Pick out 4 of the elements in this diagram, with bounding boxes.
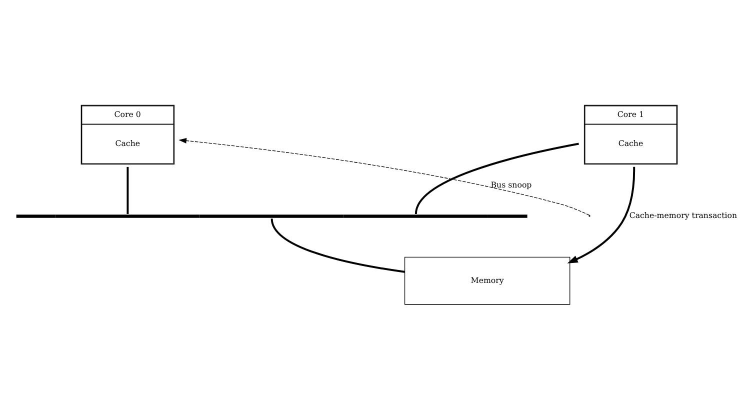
connector <box>126 166 129 214</box>
connector <box>270 218 405 273</box>
arrow <box>567 166 636 264</box>
connector <box>414 142 579 214</box>
